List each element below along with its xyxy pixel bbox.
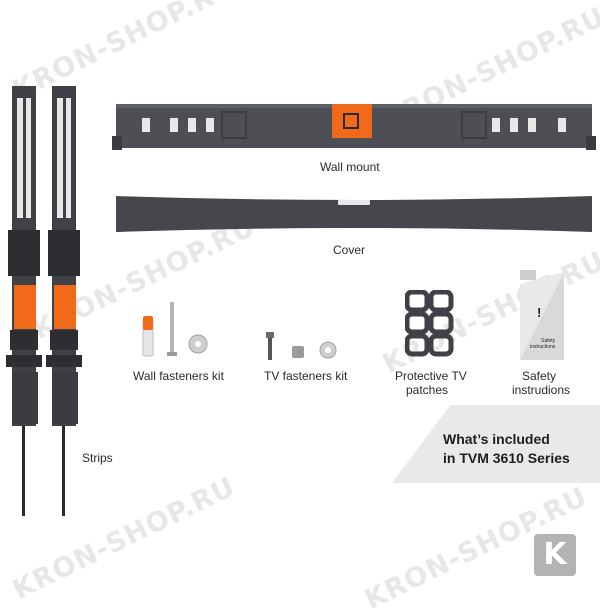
headline: What’s included in TVM 3610 Series: [443, 430, 570, 468]
wall-plug-icon: [142, 316, 154, 357]
washer-icon: [319, 341, 337, 359]
protective-patches-label-line1: Protective TV: [395, 369, 467, 383]
protective-patches-label-line2: patches: [406, 383, 449, 397]
strip-right: [46, 86, 82, 516]
screw-icon: [167, 302, 177, 356]
cover-label: Cover: [333, 243, 366, 257]
store-logo: K: [534, 534, 576, 576]
strip-left: [6, 86, 42, 516]
headline-line2: in TVM 3610 Series: [443, 450, 570, 466]
safety-card-text-line1: Safety: [541, 338, 556, 344]
wall-fasteners-image: [142, 302, 208, 357]
wall-fasteners-label: Wall fasteners kit: [133, 369, 224, 383]
bolt-icon: [266, 332, 274, 360]
protective-patches-image: [405, 290, 454, 357]
wall-mount-label: Wall mount: [320, 160, 380, 174]
strips-image: [6, 86, 82, 516]
cover-image: [116, 196, 592, 232]
tv-fasteners-label: TV fasteners kit: [264, 369, 348, 383]
wall-mount-image: [112, 104, 596, 150]
strips-label: Strips: [82, 451, 113, 465]
safety-label-line1: Safety: [522, 369, 557, 383]
spacer-icon: [292, 346, 304, 358]
washer-icon: [188, 334, 208, 354]
headline-line1: What’s included: [443, 431, 550, 447]
safety-card-image: [520, 270, 564, 360]
tv-fasteners-image: [266, 332, 337, 360]
safety-label-line2: instrudions: [512, 383, 571, 397]
safety-card-mark: !: [537, 305, 542, 320]
safety-card-text-line2: instructions: [530, 344, 556, 350]
